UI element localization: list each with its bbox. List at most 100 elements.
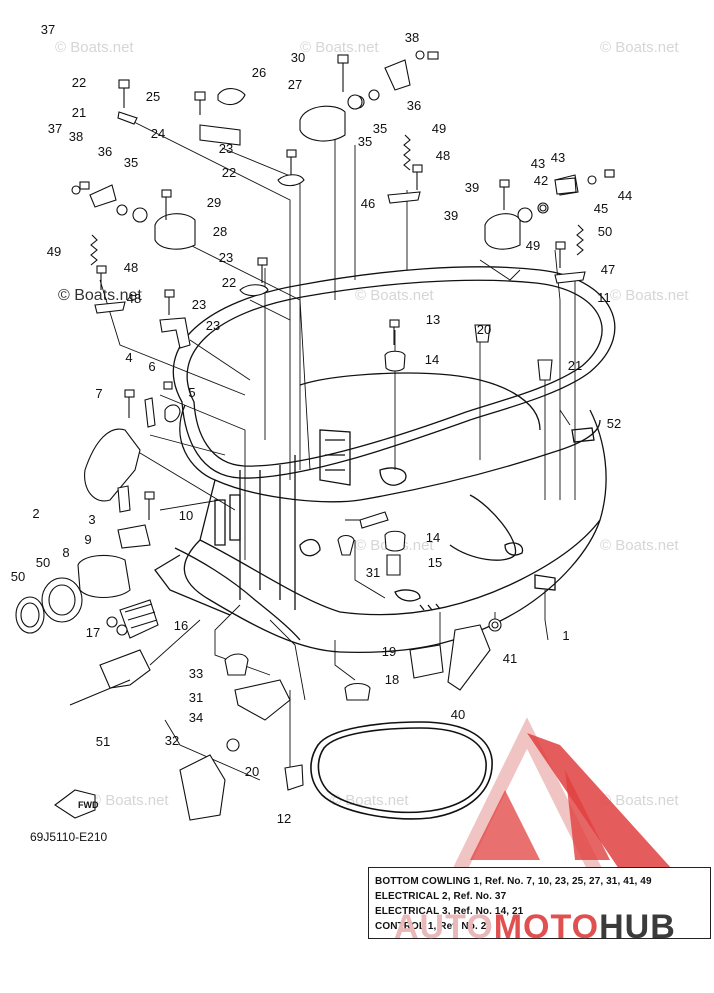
hardware-parts — [15, 50, 615, 821]
watermark-text: © Boats.net — [600, 537, 679, 554]
reference-row: CONTROL 1, Ref. No. 2 — [375, 921, 487, 932]
callout-number: 33 — [189, 666, 203, 681]
callout-number: 20 — [245, 764, 259, 779]
watermark-text: © Boats.net — [55, 39, 134, 56]
callout-number: 49 — [432, 121, 446, 136]
callout-number: 52 — [607, 416, 621, 431]
diagram-code: 69J5110-E210 — [30, 830, 108, 844]
watermark-text: © Boats.net — [600, 39, 679, 56]
callout-number: 3 — [88, 512, 95, 527]
leader-lines — [99, 119, 576, 781]
callout-number: 27 — [288, 77, 302, 92]
callout-number: 18 — [385, 672, 399, 687]
callout-number: 15 — [428, 555, 442, 570]
watermark-text: © Boats.net — [600, 792, 679, 809]
callout-number: 16 — [174, 618, 188, 633]
watermark-text: © Boats.net — [610, 287, 689, 304]
watermarks: © Boats.net © Boats.net © Boats.net © Bo… — [55, 39, 689, 809]
callout-number: 38 — [69, 129, 83, 144]
callout-number: 38 — [405, 30, 419, 45]
callout-number: 2 — [32, 506, 39, 521]
callout-number: 23 — [192, 297, 206, 312]
callout-number: 21 — [568, 358, 582, 373]
callout-number: 46 — [361, 196, 375, 211]
callout-number: 45 — [594, 201, 608, 216]
callout-number: 32 — [165, 733, 179, 748]
callout-number: 17 — [86, 625, 100, 640]
callout-number: 23 — [219, 250, 233, 265]
callout-number: 9 — [84, 532, 91, 547]
callout-number: 43 — [531, 156, 545, 171]
callout-number: 22 — [222, 165, 236, 180]
callout-number: 50 — [598, 224, 612, 239]
callout-number: 51 — [96, 734, 110, 749]
callout-number: 22 — [72, 75, 86, 90]
callout-number: 37 — [48, 121, 62, 136]
callout-number: 19 — [382, 644, 396, 659]
callout-number: 31 — [366, 565, 380, 580]
callout-number: 30 — [291, 50, 305, 65]
brand-part-3: HUB — [599, 908, 676, 946]
callout-number: 14 — [425, 352, 439, 367]
callout-number: 29 — [207, 195, 221, 210]
callout-number: 34 — [189, 710, 203, 725]
brand-part-2: MOTO — [493, 908, 600, 946]
watermark-text: © Boats.net — [58, 287, 142, 304]
callout-number: 49 — [526, 238, 540, 253]
callout-number: 20 — [477, 322, 491, 337]
callout-number: 50 — [36, 555, 50, 570]
callout-number: 7 — [95, 386, 102, 401]
callout-number: 36 — [407, 98, 421, 113]
callout-number: 28 — [213, 224, 227, 239]
callout-number: 6 — [148, 359, 155, 374]
callout-number: 31 — [189, 690, 203, 705]
callout-number: 48 — [124, 260, 138, 275]
callout-number: 23 — [219, 141, 233, 156]
callout-number: 22 — [222, 275, 236, 290]
callout-number: 39 — [465, 180, 479, 195]
reference-row: ELECTRICAL 2, Ref. No. 37 — [375, 891, 507, 902]
callout-number: 41 — [503, 651, 517, 666]
callout-number: 39 — [444, 208, 458, 223]
callout-number: 49 — [47, 244, 61, 259]
brand-part-1: AUTO — [394, 908, 494, 946]
callout-number: 12 — [277, 811, 291, 826]
callout-number: 11 — [597, 290, 611, 305]
callout-number: 8 — [62, 545, 69, 560]
callout-number: 4 — [125, 350, 132, 365]
callout-number: 10 — [179, 508, 193, 523]
callout-number: 44 — [618, 188, 632, 203]
callout-number: 26 — [252, 65, 266, 80]
callout-number: 35 — [124, 155, 138, 170]
callout-number: 35 — [373, 121, 387, 136]
callout-number: 24 — [151, 126, 165, 141]
callout-number: 23 — [206, 318, 220, 333]
callout-number: 14 — [426, 530, 440, 545]
callout-number: 48 — [127, 291, 141, 306]
callout-number: 36 — [98, 144, 112, 159]
callout-number: 37 — [41, 22, 55, 37]
callout-number: 21 — [72, 105, 86, 120]
brand-logo: AUTOMOTOHUB — [394, 908, 676, 947]
callout-number: 43 — [551, 150, 565, 165]
watermark-text: © Boats.net — [300, 39, 379, 56]
reference-table: BOTTOM COWLING 1, Ref. No. 7, 10, 23, 25… — [368, 867, 711, 939]
callout-number: 13 — [426, 312, 440, 327]
watermark-text: © Boats.net — [330, 792, 409, 809]
callout-number: 42 — [534, 173, 548, 188]
gasket-part — [310, 721, 493, 820]
reference-row: ELECTRICAL 3, Ref. No. 14, 21 — [375, 906, 524, 917]
reference-row: BOTTOM COWLING 1, Ref. No. 7, 10, 23, 25… — [375, 876, 652, 887]
bottom-cowling — [154, 266, 616, 654]
callout-number: 48 — [436, 148, 450, 163]
callout-number: 35 — [358, 134, 372, 149]
watermark-text: © Boats.net — [355, 287, 434, 304]
callout-number: 47 — [601, 262, 615, 277]
callout-number: 40 — [451, 707, 465, 722]
callout-number: 25 — [146, 89, 160, 104]
watermark-text: © Boats.net — [90, 792, 169, 809]
callout-number: 5 — [188, 385, 195, 400]
fwd-label: FWD — [78, 800, 99, 810]
